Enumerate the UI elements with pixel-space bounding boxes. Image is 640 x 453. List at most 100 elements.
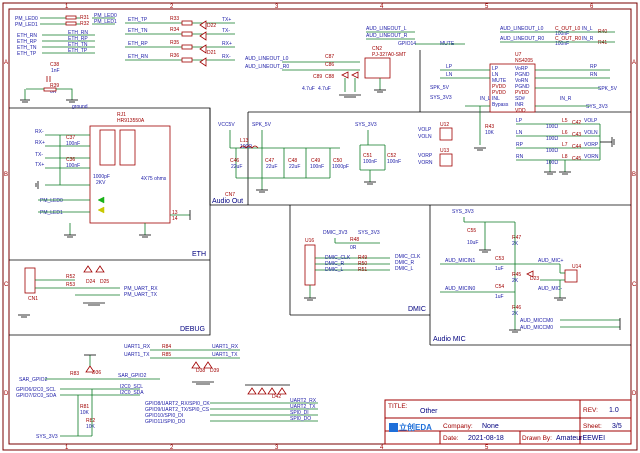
ref-d42: D42	[272, 394, 281, 400]
net-sys-3v3-mic: SYS_3V3	[452, 209, 474, 215]
ref-c54: C54	[495, 284, 504, 290]
val-c49: 100nF	[310, 164, 324, 170]
val-c53: 1uF	[495, 266, 504, 272]
net-in-l-amp: IN_L	[582, 26, 593, 32]
pin-r-7: VDD	[515, 108, 526, 114]
pin-r-5: SD#	[515, 96, 525, 102]
tb-title-key: TITLE:	[388, 403, 408, 410]
part-rj1: HR913550A	[117, 118, 145, 124]
net-dmic-clk-in: DMIC_CLK	[325, 255, 351, 261]
net-pm-uart-tx: PM_UART_TX	[124, 292, 158, 298]
net-sys-3v3-amp: SYS_3V3	[430, 95, 452, 101]
net-aud-lineout-l: AUD_LINEOUT_L	[366, 26, 407, 32]
ref-u16: U16	[305, 238, 314, 244]
net-eth-rp-r: ETH_RP	[68, 36, 88, 42]
col-2: 2	[170, 4, 174, 10]
tb-rev-val: 1.0	[609, 407, 619, 414]
frame-row-labels: A B C D A B C D	[4, 60, 637, 397]
net-pm-led0: PM_LED0	[15, 16, 38, 22]
val-c51: 100nF	[363, 159, 377, 165]
tb-rev-key: REV:	[583, 407, 598, 414]
frame-column-labels: 1 2 3 4 5 6 1 2 3 4 5	[65, 4, 594, 451]
ref-u14: U14	[572, 264, 581, 270]
col-1-bottom: 1	[65, 445, 69, 451]
net-rj-tx-n: TX-	[35, 152, 43, 158]
net-sar-gpio2: SAR_GPIO2	[19, 377, 48, 383]
dmic-block: DMIC_3V3 SYS_3V3 R48 0R U16 DMIC_CLK DMI…	[304, 230, 421, 301]
net-tx-p: TX+	[222, 17, 231, 23]
val-r39: 0R	[50, 89, 57, 95]
net-rj-pm-led1: PM_LED1	[40, 210, 63, 216]
ref-c45: C45	[572, 156, 581, 162]
val-r48: 0R	[350, 245, 357, 251]
net-sys-3v3-bottom: SYS_3V3	[36, 434, 58, 440]
ref-r82: R82	[86, 418, 95, 424]
tb-company-key: Company:	[443, 423, 473, 430]
val-c-out-r: 100nF	[555, 41, 569, 47]
net-vorp: VORP	[584, 142, 599, 148]
top-left-block: PM_LED0 PM_LED1 R31 R32 PM_LED0 PM_LED1 …	[15, 13, 117, 110]
ref-c36: C36	[66, 157, 75, 163]
eda-logo-icon	[389, 423, 398, 432]
ref-c89: C89	[313, 74, 322, 80]
val-r81: 10K	[80, 410, 90, 416]
ref-c87: C87	[325, 54, 334, 60]
net-sys-3v3-dmic: SYS_3V3	[358, 230, 380, 236]
audio-mic-block: SYS_3V3 C55 10uF R47 2K AUD_MICIN1 C53 1…	[440, 209, 621, 333]
net-uart1-rx-r: UART1_RX	[212, 344, 239, 350]
net-rn-l: RN	[516, 154, 524, 160]
ref-r85: R85	[162, 352, 171, 358]
col-5: 5	[485, 4, 489, 10]
net-eth-tn-tx: ETH_TN	[128, 28, 148, 34]
ref-r49: R49	[358, 255, 367, 261]
net-gpio9: GPIO9/UART2_TX/SPI0_CS	[145, 407, 210, 413]
ref-r53: R53	[66, 282, 75, 288]
net-uart1-rx: UART1_RX	[124, 344, 151, 350]
ref-rj1: RJ1	[117, 112, 126, 118]
val-c89: 4.7uF	[302, 86, 315, 92]
row-d-right: D	[632, 391, 637, 397]
val-c47: 22uF	[266, 164, 277, 170]
ref-r41: R41	[598, 40, 607, 46]
net-spi0-di: SPI0_DI	[290, 410, 309, 416]
val-r82: 10K	[86, 424, 96, 430]
net-ground: ground	[72, 104, 88, 110]
ref-d21: D21	[207, 50, 216, 56]
eth-tx-block: ETH_TP ETH_TN ETH_RP ETH_RN R33 R34 R35 …	[125, 16, 235, 67]
pin-l-6: INL	[492, 96, 500, 102]
ref-c44: C44	[572, 144, 581, 150]
col-2-bottom: 2	[170, 445, 174, 451]
ref-l13: L13	[240, 138, 249, 144]
ref-l8: L8	[562, 154, 568, 160]
ref-c43: C43	[572, 132, 581, 138]
val-c37: 100nF	[66, 141, 80, 147]
val-l6: 100Ω	[546, 136, 558, 142]
net-gpio10: GPIO10/SPI0_DI	[145, 413, 183, 419]
ref-c-out-l: C_OUT_L0	[555, 26, 581, 32]
val-c48: 22uF	[289, 164, 300, 170]
net-rp-l: RP	[516, 142, 524, 148]
tb-drawn-key: Drawn By:	[522, 435, 552, 442]
ref-c47: C47	[265, 158, 274, 164]
net-in-r-amp: IN_R	[582, 36, 594, 42]
pin-13: 13	[172, 210, 178, 216]
ref-d25: D25	[100, 279, 109, 285]
col-6: 6	[590, 4, 594, 10]
ref-c38: C38	[50, 62, 59, 68]
net-ln-l: LN	[516, 130, 523, 136]
ref-c53: C53	[495, 256, 504, 262]
net-aud-mic-n: AUD_MIC-	[538, 286, 563, 292]
net-in-r: IN_R	[560, 96, 572, 102]
net-pm-led1: PM_LED1	[15, 22, 38, 28]
pin-r-2: VoRN	[515, 78, 528, 84]
ref-c86: C86	[325, 62, 334, 68]
net-aud-micin1: AUD_MICIN1	[445, 258, 476, 264]
ref-d22: D22	[207, 23, 216, 29]
ref-d24: D24	[86, 279, 95, 285]
val-l13: 100Ω	[240, 144, 252, 150]
pin-l-0: LP	[492, 66, 499, 72]
net-rj-pm-led0: PM_LED0	[40, 198, 63, 204]
ref-r43: R43	[485, 124, 494, 130]
val-c54: 1uF	[495, 294, 504, 300]
section-audio-out: Audio Out	[212, 198, 243, 205]
